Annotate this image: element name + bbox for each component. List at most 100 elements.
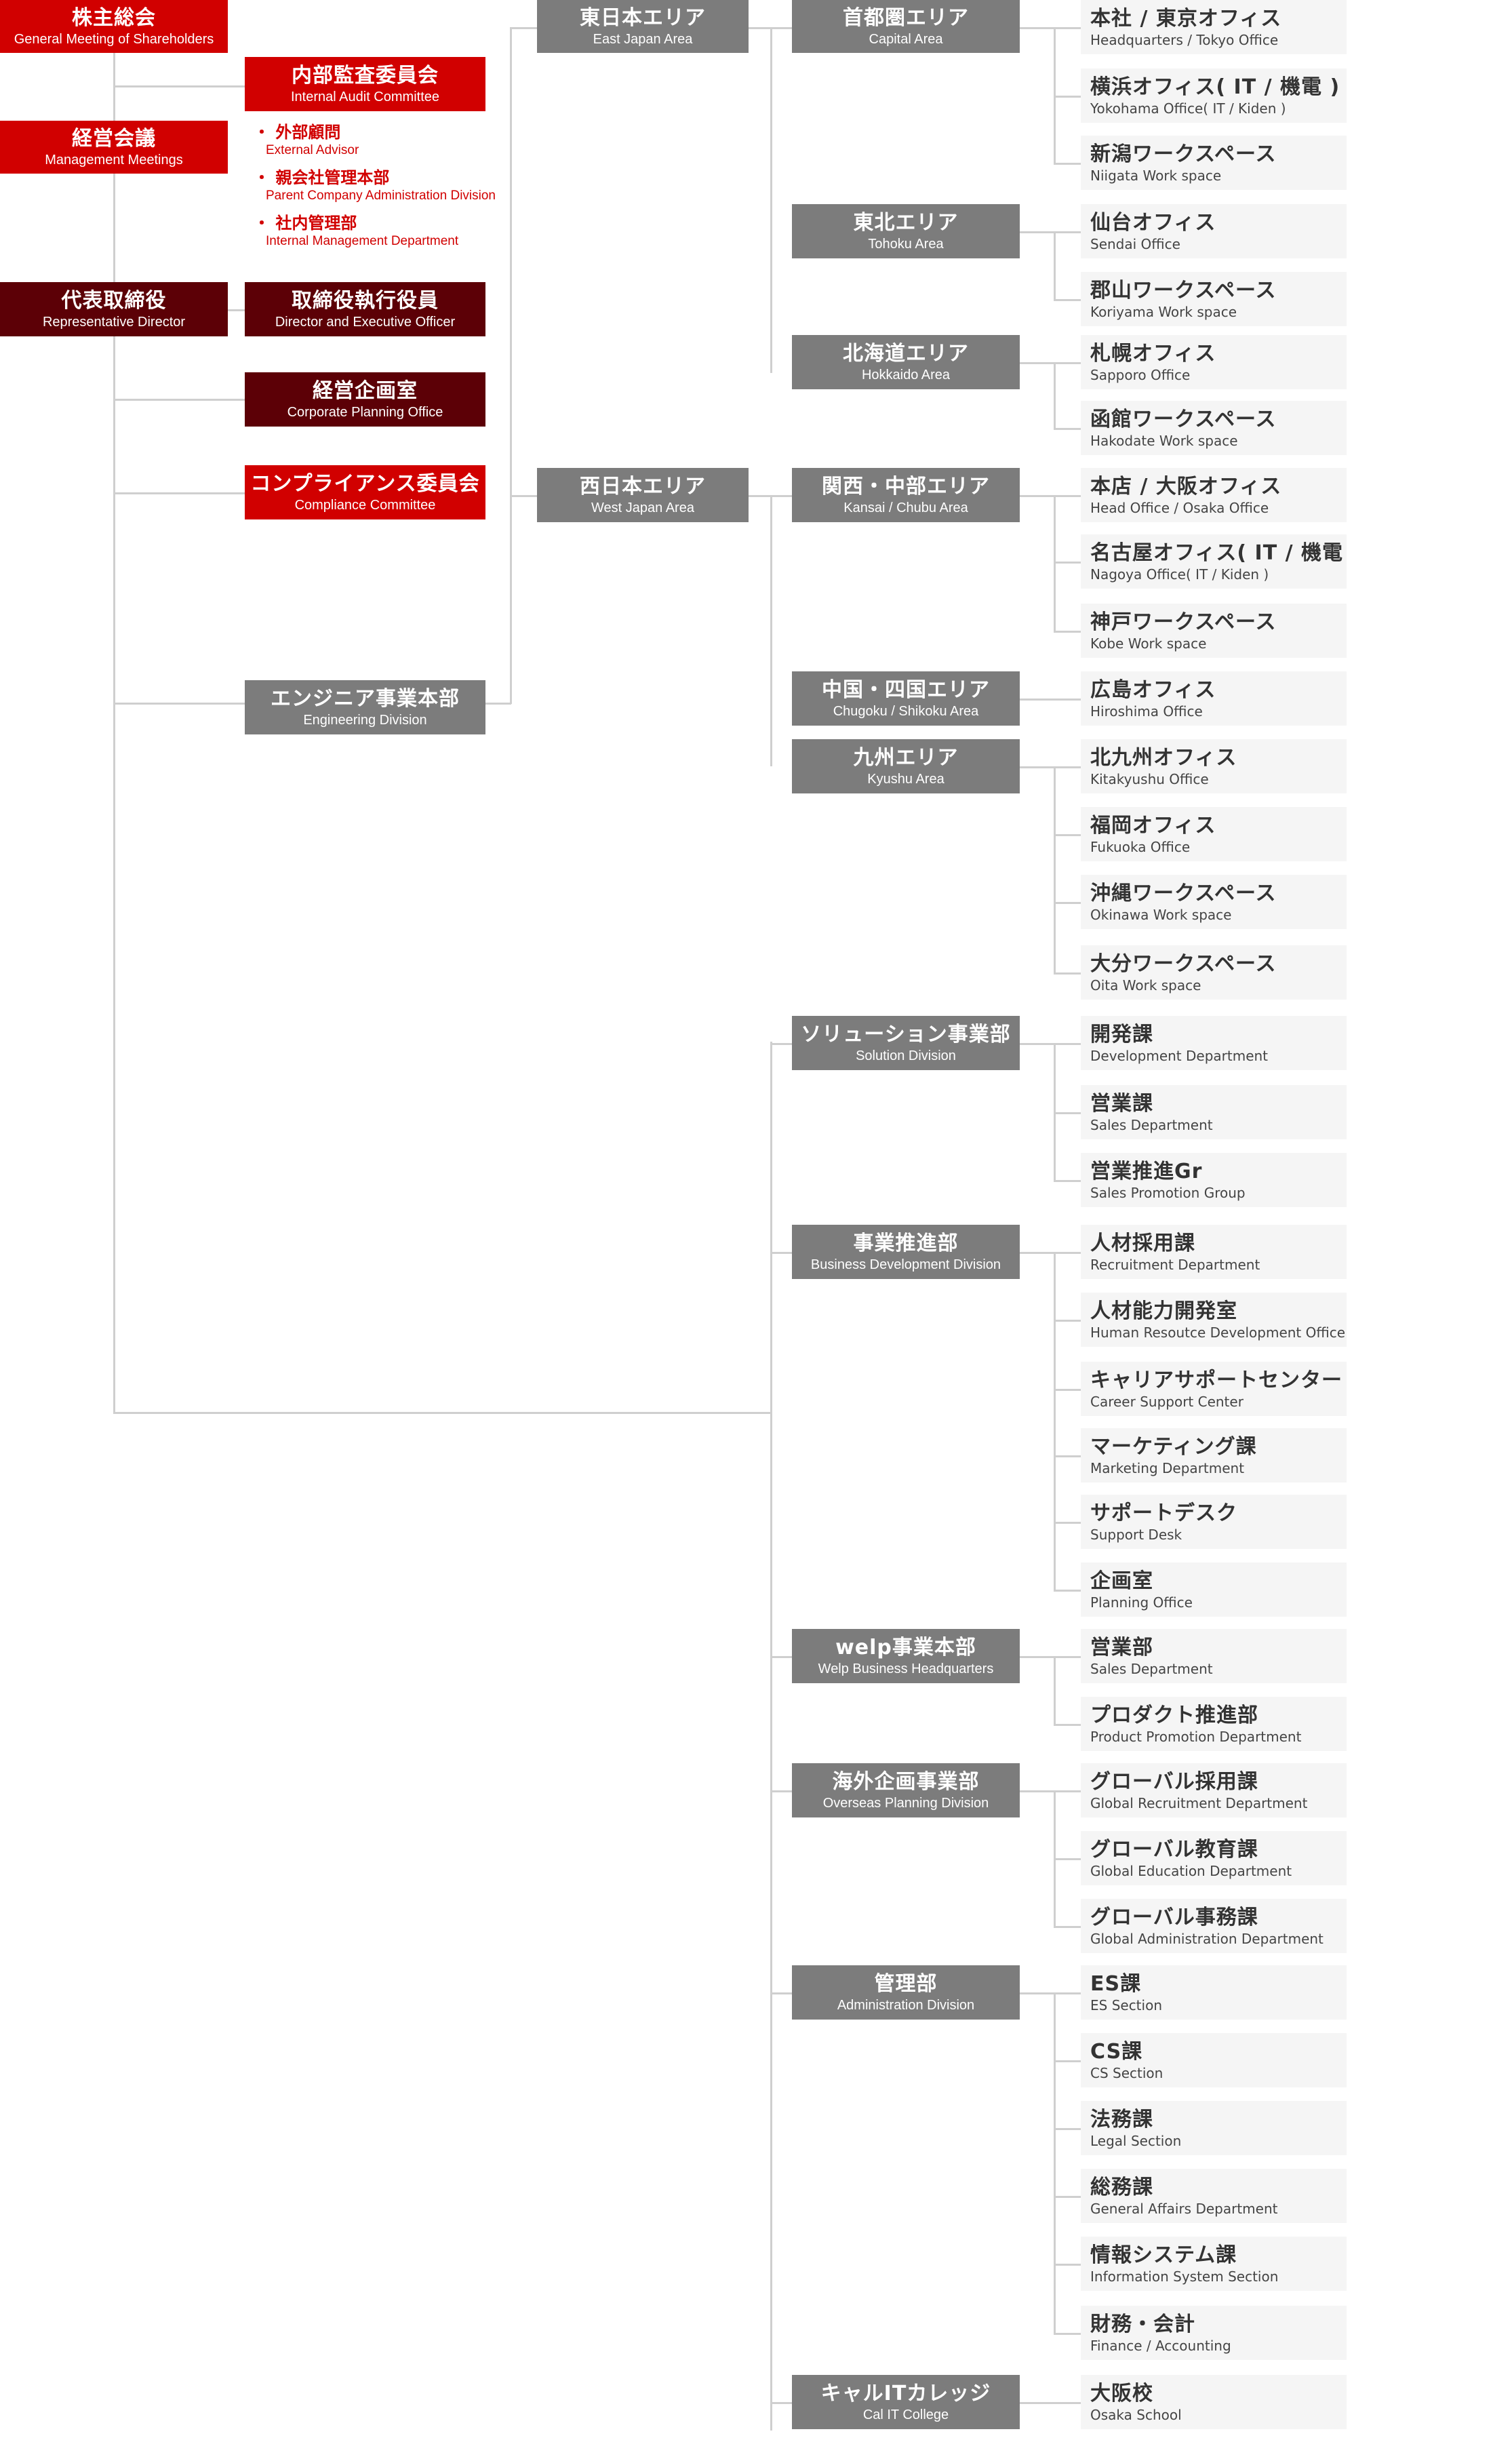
shareholders-en: General Meeting of Shareholders — [14, 32, 214, 47]
division-en: Kansai / Chubu Area — [843, 500, 968, 515]
advisor-item: ・ 親会社管理本部 Parent Company Administration … — [254, 168, 525, 204]
executive-officer-box: 取締役執行役員 Director and Executive Officer — [245, 282, 485, 336]
office-en: Information System Section — [1090, 2268, 1279, 2285]
division-en: Cal IT College — [862, 2407, 949, 2422]
management-meetings-en: Management Meetings — [45, 153, 183, 168]
connector-line — [1020, 231, 1081, 233]
connector-line — [1054, 1656, 1056, 1725]
division-en: Chugoku / Shikoku Area — [833, 704, 979, 719]
office-en: Kobe Work space — [1090, 635, 1207, 652]
connector-line — [1054, 2333, 1081, 2335]
office-jp: 名古屋オフィス( IT / 機電 ) — [1090, 541, 1347, 565]
advisor-jp: ・ 外部顧問 — [254, 123, 341, 142]
office-jp: 大阪校 — [1090, 2382, 1153, 2405]
office-en: Headquarters / Tokyo Office — [1090, 32, 1279, 48]
compliance-committee-jp: コンプライアンス委員会 — [250, 472, 480, 496]
office-en: Global Recruitment Department — [1090, 1795, 1308, 1811]
connector-line — [1054, 2060, 1081, 2062]
division-jp: 海外企画事業部 — [832, 1770, 980, 1794]
connector-line — [1054, 631, 1081, 633]
office-box: 総務課 General Affairs Department — [1081, 2169, 1347, 2223]
connector-line — [1020, 1656, 1081, 1658]
connector-line — [510, 27, 512, 704]
office-en: General Affairs Department — [1090, 2201, 1278, 2217]
connector-line — [113, 399, 245, 401]
connector-line — [1054, 1252, 1056, 1591]
advisor-jp: ・ 親会社管理本部 — [254, 168, 390, 187]
connector-line — [1020, 495, 1081, 497]
office-en: ES Section — [1090, 1997, 1162, 2013]
connector-line — [1020, 1992, 1081, 1994]
office-jp: 法務課 — [1090, 2108, 1153, 2131]
office-en: Recruitment Department — [1090, 1257, 1260, 1273]
office-en: Sapporo Office — [1090, 367, 1191, 383]
office-en: Osaka School — [1090, 2407, 1182, 2423]
office-jp: 本社 / 東京オフィス — [1090, 7, 1282, 31]
west-japan-area-en: West Japan Area — [591, 500, 694, 515]
office-jp: 沖縄ワークスペース — [1090, 882, 1277, 905]
division-jp: 九州エリア — [853, 746, 959, 770]
management-meetings-jp: 経営会議 — [72, 127, 156, 151]
west-japan-area-box: 西日本エリア West Japan Area — [537, 468, 749, 522]
advisor-en: Internal Management Department — [266, 234, 459, 248]
connector-line — [1054, 362, 1056, 429]
office-en: Sales Department — [1090, 1661, 1213, 1677]
connector-line — [1020, 362, 1081, 364]
connector-line — [1054, 834, 1081, 836]
connector-line — [1054, 1112, 1081, 1114]
division-en: Tohoku Area — [868, 237, 944, 252]
office-jp: キャリアサポートセンター — [1090, 1369, 1342, 1392]
representative-director-box: 代表取締役 Representative Director — [0, 282, 228, 336]
office-box: 横浜オフィス( IT / 機電 )Yokohama Office( IT / K… — [1081, 68, 1347, 123]
connector-line — [1020, 1252, 1081, 1254]
shareholders-box: 株主総会 General Meeting of Shareholders — [0, 0, 228, 53]
office-box: 人材採用課 Recruitment Department — [1081, 1225, 1347, 1279]
advisor-jp: ・ 社内管理部 — [254, 214, 357, 233]
east-japan-area-jp: 東日本エリア — [580, 6, 706, 30]
office-en: Global Administration Department — [1090, 1931, 1324, 1947]
division-en: Kyushu Area — [867, 772, 944, 787]
office-jp: 本店 / 大阪オフィス — [1090, 475, 1282, 498]
division-jp: 東北エリア — [853, 211, 959, 235]
connector-line — [770, 1790, 792, 1792]
shareholders-jp: 株主総会 — [72, 6, 156, 30]
division-en: Welp Business Headquarters — [818, 1661, 994, 1676]
office-box: 名古屋オフィス( IT / 機電 )Nagoya Office( IT / Ki… — [1081, 534, 1347, 589]
office-box: 大阪校 Osaka School — [1081, 2375, 1347, 2429]
connector-line — [1054, 1180, 1081, 1182]
connector-line — [1054, 1389, 1081, 1391]
connector-line — [1020, 1043, 1081, 1045]
connector-line — [1054, 2196, 1081, 2198]
office-en: Human Resoutce Development Office — [1090, 1324, 1345, 1341]
division-en: Solution Division — [856, 1048, 956, 1063]
office-jp: 人材採用課 — [1090, 1232, 1195, 1255]
connector-line — [1020, 2402, 1081, 2404]
compliance-committee-en: Compliance Committee — [294, 498, 436, 513]
office-jp: 札幌オフィス — [1090, 342, 1216, 366]
office-en: Niigata Work space — [1090, 168, 1222, 184]
advisor-item: ・ 社内管理部 Internal Management Department — [254, 213, 525, 250]
office-jp: 総務課 — [1090, 2176, 1153, 2199]
connector-line — [1054, 2264, 1081, 2266]
office-en: Kitakyushu Office — [1090, 771, 1209, 787]
connector-line — [770, 1043, 792, 1045]
connector-line — [770, 1252, 792, 1254]
division-jp: 事業推進部 — [853, 1232, 959, 1255]
division-jp: 首都圏エリア — [843, 6, 969, 30]
division-jp: 北海道エリア — [843, 342, 969, 366]
